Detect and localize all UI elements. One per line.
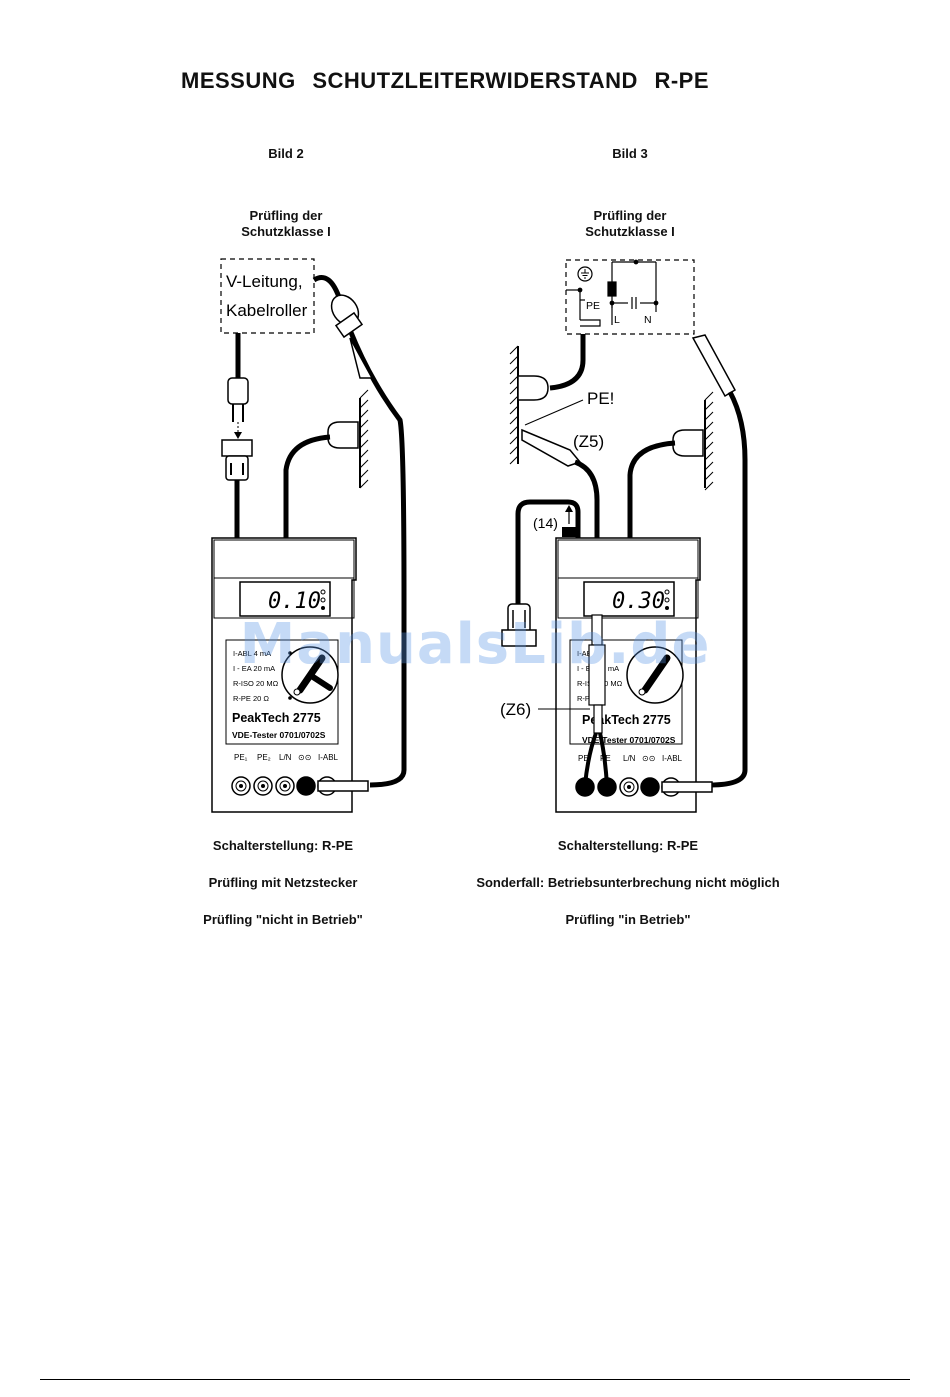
callout-pe: PE!	[587, 389, 614, 408]
switch-label-right-0: I-ABL	[577, 649, 596, 658]
dut-box-right	[565, 259, 695, 335]
callout-14: (14)	[533, 515, 558, 531]
page-title: MESSUNG SCHUTZLEITERWIDERSTAND R-PE	[181, 68, 710, 93]
terminal-label-left-2: L/N	[279, 753, 292, 762]
terminal-label-left-3: ⊙⊙	[298, 753, 311, 762]
figure-right: PE L N PE! (Z5)	[500, 259, 748, 813]
connector-14	[562, 527, 576, 537]
box-label-line1: V-Leitung,	[226, 272, 303, 291]
box-label-l: L	[614, 314, 620, 326]
switch-label-left-1: I - EA 20 mA	[233, 664, 275, 673]
switch-label-left-0: I-ABL 4 mA	[233, 649, 271, 658]
pruefling-label-left: Prüfling der Schutzklasse I	[241, 208, 331, 239]
figure-label-left: Bild 2	[268, 146, 304, 161]
earth-cable-left	[283, 434, 331, 538]
caption-switch-left: Schalterstellung: R-PE	[212, 838, 354, 853]
caption-plug-left: Prüfling mit Netzstecker	[208, 875, 358, 890]
switch-label-left-2: R-ISO 20 MΩ	[233, 679, 279, 688]
terminal-label-right-3: ⊙⊙	[642, 754, 655, 763]
box-label-pe: PE	[586, 300, 600, 312]
z5-clip-icon	[521, 428, 582, 467]
dut-box-left	[220, 258, 315, 334]
box-label-line2: Kabelroller	[226, 301, 308, 320]
callout-line-pe	[524, 399, 584, 426]
rotary-switch-right	[626, 646, 684, 704]
probe-z6	[583, 614, 609, 786]
caption-special-right: Sonderfall: Betriebsunterbrechung nicht …	[476, 875, 780, 890]
display-right	[583, 581, 675, 617]
display-value-left: 0.10	[268, 589, 321, 614]
terminal-label-left-4: I-ABL	[318, 753, 339, 762]
pruefling-label-right: Prüfling der Schutzklasse I	[585, 208, 675, 239]
circuit-schematic	[566, 259, 659, 327]
callout-z6: (Z6)	[500, 700, 531, 719]
callout-z5: (Z5)	[573, 432, 604, 451]
box-label-n: N	[644, 314, 652, 326]
display-value-right: 0.30	[612, 589, 665, 614]
earth-cable-right	[627, 440, 676, 538]
display-left	[239, 581, 331, 617]
caption-status-left: Prüfling "nicht in Betrieb"	[203, 912, 363, 927]
caption-switch-right: Schalterstellung: R-PE	[557, 838, 699, 853]
switch-label-right-3: R-PE	[577, 694, 595, 703]
wall-earth-left	[327, 389, 369, 489]
cable-box-wall	[549, 334, 586, 391]
probe-clip-right-icon	[691, 334, 737, 398]
model-right: VDE-Tester 0701/0702S	[582, 735, 676, 745]
figure-label-right: Bild 3	[612, 146, 648, 161]
terminal-label-right-2: L/N	[623, 754, 636, 763]
terminal-label-left-1: PE₂	[257, 753, 271, 762]
z5-cable	[574, 459, 600, 615]
terminal-sockets-right	[575, 777, 681, 797]
mains-plug-icon	[227, 377, 249, 439]
probe-clip-icon	[330, 294, 374, 379]
plug-14-icon	[501, 603, 537, 647]
caption-status-right: Prüfling "in Betrieb"	[565, 912, 691, 927]
brand-right: PeakTech 2775	[582, 713, 671, 727]
brand-left: PeakTech 2775	[232, 711, 321, 725]
switch-label-left-3: R-PE 20 Ω	[233, 694, 269, 703]
model-left: VDE-Tester 0701/0702S	[232, 730, 326, 740]
footer-rule	[40, 1379, 910, 1380]
terminal-label-left-0: PE₁	[234, 753, 248, 762]
wall-left-side	[509, 345, 549, 465]
socket-icon	[221, 439, 253, 481]
tester-device-left: 0.10 I-ABL 4 mA I - EA 20 mA R-ISO 20 MΩ…	[211, 537, 369, 813]
watermark-logo: ManualsLib.de	[239, 612, 711, 677]
wall-right-side	[672, 391, 714, 491]
cable-14-loop	[515, 499, 581, 604]
terminal-label-right-0: PE	[578, 754, 589, 763]
probe-cable-right	[709, 390, 748, 788]
rotary-switch-left	[281, 646, 339, 704]
terminal-label-right-4: I-ABL	[662, 754, 683, 763]
figure-left: V-Leitung, Kabelroller	[211, 258, 407, 813]
earth-symbol-icon	[577, 266, 593, 282]
